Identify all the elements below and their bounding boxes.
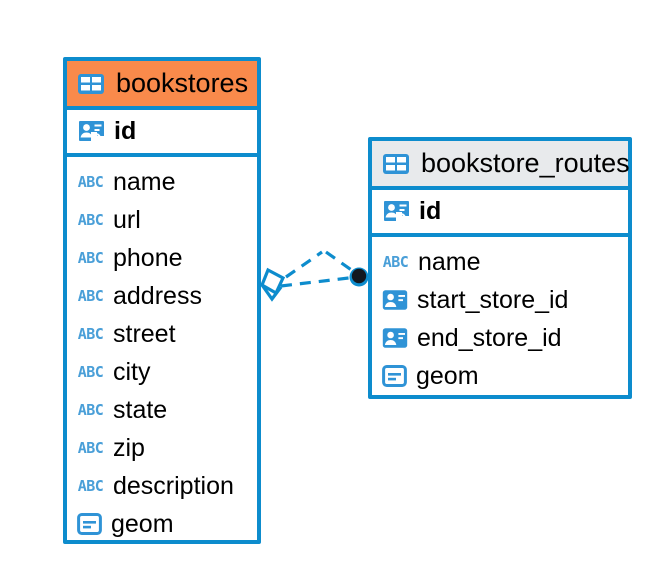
column-row-address[interactable]: ABC address <box>67 277 257 315</box>
column-label: id <box>419 197 442 225</box>
relationship-line-upper-left <box>285 250 323 279</box>
abc-glyph: ABC <box>77 324 104 343</box>
column-label: url <box>113 205 141 234</box>
abc-glyph: ABC <box>77 362 104 381</box>
column-label: start_store_id <box>417 285 569 314</box>
abc-text-icon: ABC <box>77 477 104 495</box>
geometry-icon <box>382 364 407 388</box>
geometry-icon <box>77 512 102 536</box>
relationship-line-upper-right <box>325 250 358 276</box>
column-row-geom[interactable]: geom <box>67 505 257 543</box>
primary-key-icon <box>77 118 105 146</box>
abc-glyph: ABC <box>77 286 104 305</box>
filled-circle-marker <box>349 267 369 287</box>
column-label: geom <box>111 509 174 538</box>
abc-text-icon: ABC <box>77 287 104 305</box>
foreign-key-icon <box>382 327 408 349</box>
column-row-start-store-id[interactable]: start_store_id <box>372 281 628 319</box>
column-label: phone <box>113 243 183 272</box>
abc-text-icon: ABC <box>77 401 104 419</box>
abc-text-icon: ABC <box>77 325 104 343</box>
abc-glyph: ABC <box>77 438 104 457</box>
column-label: name <box>113 167 176 196</box>
entity-header-bookstores[interactable]: bookstores <box>67 61 257 110</box>
column-label: street <box>113 319 176 348</box>
column-row-name[interactable]: ABC name <box>372 243 628 281</box>
entity-table-bookstores[interactable]: bookstores id <box>63 57 261 544</box>
column-list-bookstore-routes: id ABC name start_sto <box>372 190 628 395</box>
abc-text-icon: ABC <box>382 253 409 271</box>
entity-header-bookstore-routes[interactable]: bookstore_routes <box>372 141 630 190</box>
column-row-phone[interactable]: ABC phone <box>67 239 257 277</box>
column-label: description <box>113 471 234 500</box>
abc-glyph: ABC <box>77 248 104 267</box>
column-row-geom[interactable]: geom <box>372 357 628 395</box>
abc-text-icon: ABC <box>77 249 104 267</box>
table-grid-icon <box>382 152 410 176</box>
column-row-name[interactable]: ABC name <box>67 163 257 201</box>
column-row-city[interactable]: ABC city <box>67 353 257 391</box>
column-row-street[interactable]: ABC street <box>67 315 257 353</box>
foreign-key-icon <box>382 289 408 311</box>
column-label: address <box>113 281 202 310</box>
abc-glyph: ABC <box>77 400 104 419</box>
abc-glyph: ABC <box>77 172 104 191</box>
column-row-id[interactable]: id <box>67 110 257 157</box>
column-row-end-store-id[interactable]: end_store_id <box>372 319 628 357</box>
column-label: state <box>113 395 168 424</box>
abc-text-icon: ABC <box>77 439 104 457</box>
column-label: geom <box>416 361 479 390</box>
abc-glyph: ABC <box>77 476 104 495</box>
column-label: city <box>113 357 151 386</box>
abc-text-icon: ABC <box>77 211 104 229</box>
entity-title: bookstores <box>116 68 249 98</box>
column-row-zip[interactable]: ABC zip <box>67 429 257 467</box>
abc-glyph: ABC <box>77 210 104 229</box>
abc-text-icon: ABC <box>77 173 104 191</box>
column-list-bookstores: id ABC name ABC url ABC phone <box>67 110 257 543</box>
column-label: end_store_id <box>417 323 562 352</box>
column-row-state[interactable]: ABC state <box>67 391 257 429</box>
primary-key-icon <box>382 198 410 226</box>
abc-glyph: ABC <box>382 252 409 271</box>
table-grid-icon <box>77 72 105 96</box>
entity-title: bookstore_routes <box>421 148 630 178</box>
column-row-url[interactable]: ABC url <box>67 201 257 239</box>
entity-table-bookstore-routes[interactable]: bookstore_routes id <box>368 137 632 399</box>
column-label: id <box>114 117 137 145</box>
column-label: zip <box>113 433 145 462</box>
diamond-marker <box>259 267 286 302</box>
relationship-line-middle <box>280 275 358 288</box>
abc-text-icon: ABC <box>77 363 104 381</box>
column-label: name <box>418 247 481 276</box>
column-row-description[interactable]: ABC description <box>67 467 257 505</box>
column-row-id[interactable]: id <box>372 190 628 237</box>
